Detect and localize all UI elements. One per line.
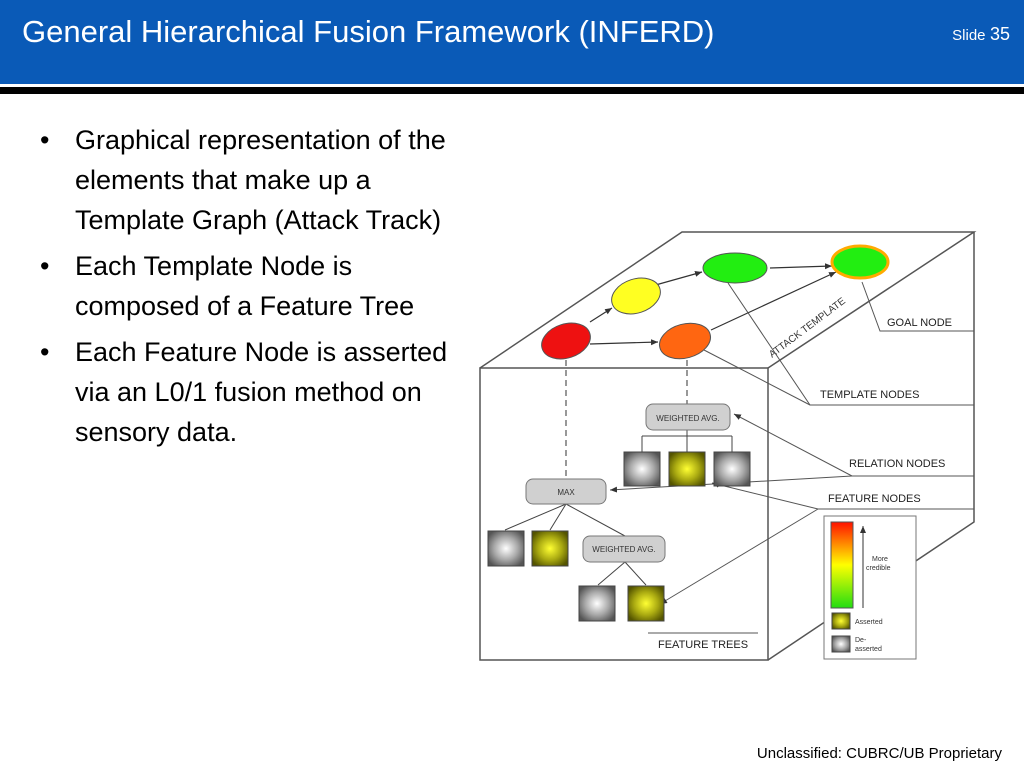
template-node-orange bbox=[659, 322, 711, 360]
goal-node bbox=[830, 244, 890, 280]
callout-arrow bbox=[659, 508, 819, 605]
bullet-item: • Each Template Node is composed of a Fea… bbox=[34, 246, 474, 326]
template-nodes-label: TEMPLATE NODES bbox=[820, 389, 919, 401]
relation-node-label: MAX bbox=[557, 488, 575, 497]
title-divider-white bbox=[0, 84, 1024, 87]
template-arrows bbox=[589, 263, 837, 346]
bullet-text: Each Template Node is composed of a Feat… bbox=[75, 251, 415, 321]
feature-node-deasserted bbox=[487, 530, 525, 567]
legend-more: More bbox=[872, 556, 888, 563]
template-node-red bbox=[541, 322, 591, 360]
bullet-text: Graphical representation of the elements… bbox=[75, 125, 446, 235]
feature-node-deasserted bbox=[623, 451, 661, 487]
slide-number: Slide 35 bbox=[952, 24, 1010, 45]
bullet-dot-icon: • bbox=[40, 125, 50, 155]
footer-classification: Unclassified: CUBRC/UB Proprietary bbox=[756, 745, 1002, 762]
slide-label: Slide bbox=[952, 27, 986, 44]
callout-line bbox=[861, 281, 974, 332]
callout-arrow bbox=[733, 413, 853, 477]
template-arrow bbox=[589, 307, 613, 323]
legend-asserted2: asserted bbox=[855, 646, 882, 653]
relation-node-max bbox=[525, 478, 607, 505]
feature-node-asserted bbox=[668, 451, 706, 487]
callout-line bbox=[727, 282, 974, 406]
feature-node-deasserted bbox=[713, 451, 751, 487]
template-arrow bbox=[710, 271, 837, 331]
legend-asserted-swatch bbox=[831, 612, 851, 630]
bullet-text: Each Feature Node is asserted via an L0/… bbox=[75, 337, 448, 447]
relation-node-label: WEIGHTED AVG. bbox=[656, 414, 719, 423]
feature-node-deasserted bbox=[578, 585, 616, 622]
goal-node-label: GOAL NODE bbox=[887, 317, 952, 329]
bullet-dot-icon: • bbox=[40, 337, 50, 367]
callout-arrow bbox=[711, 481, 819, 510]
bullet-item: • Each Feature Node is asserted via an L0… bbox=[34, 332, 474, 452]
tree-line bbox=[504, 503, 626, 537]
legend-de: De- bbox=[855, 637, 867, 644]
feature-node-asserted bbox=[531, 530, 569, 567]
tree-line bbox=[641, 430, 733, 452]
relation-node-weighted-avg-top bbox=[645, 403, 731, 431]
feature-nodes-label: FEATURE NODES bbox=[828, 493, 921, 505]
callout-lines bbox=[609, 281, 974, 634]
template-arrow bbox=[651, 270, 703, 287]
template-arrow bbox=[769, 263, 833, 270]
legend-credible: credible bbox=[866, 565, 891, 572]
slide-number-value: 35 bbox=[989, 24, 1010, 44]
tree-line bbox=[597, 561, 647, 586]
bullet-dot-icon: • bbox=[40, 251, 50, 281]
credibility-gradient-bar bbox=[830, 521, 854, 609]
template-arrow bbox=[589, 339, 659, 346]
relation-node-weighted-avg-bottom bbox=[582, 535, 666, 563]
legend-deasserted-swatch bbox=[831, 635, 851, 653]
relation-nodes-label: RELATION NODES bbox=[849, 458, 945, 470]
bullet-list: • Graphical representation of the element… bbox=[34, 120, 474, 458]
title-bar bbox=[0, 0, 1024, 84]
template-node-yellow bbox=[611, 277, 661, 315]
fusion-diagram: ATTACK TEMPLATE GOAL NODE TEMPLATE NODES… bbox=[479, 231, 977, 661]
attack-template-label: ATTACK TEMPLATE bbox=[767, 296, 848, 361]
bullet-item: • Graphical representation of the element… bbox=[34, 120, 474, 240]
slide-title: General Hierarchical Fusion Framework (I… bbox=[22, 14, 715, 49]
callout-line bbox=[703, 349, 811, 406]
template-node-green bbox=[702, 252, 768, 284]
tree-lines bbox=[504, 430, 733, 586]
title-divider-black bbox=[0, 87, 1024, 94]
feature-node-asserted bbox=[627, 585, 665, 622]
legend-asserted: Asserted bbox=[855, 619, 883, 626]
feature-trees-label: FEATURE TREES bbox=[658, 639, 748, 651]
credibility-legend: More credible Asserted De- asserted bbox=[823, 515, 917, 660]
box-top bbox=[479, 231, 977, 369]
relation-node-label: WEIGHTED AVG. bbox=[592, 545, 655, 554]
